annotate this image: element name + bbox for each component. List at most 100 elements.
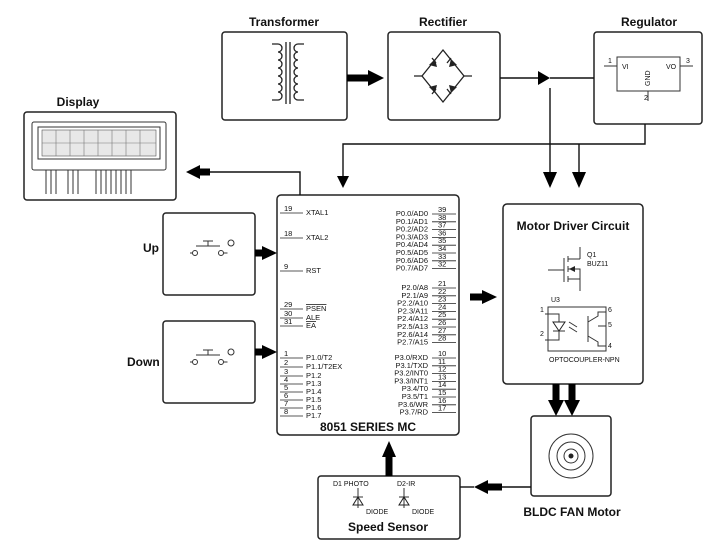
mcu-pin-number: 16	[438, 396, 446, 405]
q1-part: BUZ11	[587, 261, 608, 268]
mcu-pin-name: P1.3	[306, 379, 321, 388]
mcu-pin-number: 6	[284, 391, 288, 400]
mcu-pin-number: 9	[284, 262, 288, 271]
mcu-pin-number: 26	[438, 318, 446, 327]
regulator-title: Regulator	[621, 15, 677, 29]
mcu-pin-number: 10	[438, 349, 446, 358]
mcu-pin-name: P1.6	[306, 403, 321, 412]
fan-motor-title: BLDC FAN Motor	[523, 505, 621, 519]
mcu-pin-number: 15	[438, 388, 446, 397]
mcu-pin-number: 3	[284, 367, 288, 376]
rectifier-title: Rectifier	[419, 15, 467, 29]
mcu-pin-number: 24	[438, 302, 446, 311]
motor-driver-title: Motor Driver Circuit	[517, 219, 630, 233]
d2-label: D2-IR	[397, 481, 415, 488]
display-title: Display	[57, 95, 100, 109]
up-label: Up	[143, 241, 159, 255]
mcu-title: 8051 SERIES MC	[320, 420, 416, 434]
mcu-pin-name: P2.6/A14	[397, 330, 428, 339]
mcu-pin-name: P2.2/A10	[397, 299, 428, 308]
regulator-pin-3: 3	[686, 58, 690, 65]
mcu-pin-name: P0.6/AD6	[396, 256, 428, 265]
mcu-pin-number: 11	[438, 357, 446, 366]
fan-motor-block	[530, 415, 612, 497]
mosfet-icon	[548, 247, 581, 291]
mcu-pin-name: P3.3/INT1	[394, 376, 428, 385]
mcu-pin-number: 21	[438, 279, 446, 288]
wire-supply-rail	[342, 124, 646, 176]
mcu-pin-name: RST	[306, 266, 321, 275]
opto-pin-6: 6	[608, 307, 612, 314]
mcu-pin-number: 14	[438, 380, 446, 389]
up-button-block	[162, 212, 256, 296]
mcu-pin-number: 18	[284, 229, 292, 238]
arrowhead	[368, 70, 384, 86]
connectors	[186, 70, 646, 494]
pushbutton-icon	[190, 239, 235, 256]
transformer-title: Transformer	[249, 15, 319, 29]
motor-driver-block: Motor Driver Circuit Q1 BUZ11 U3 1 2 6 5…	[502, 203, 644, 385]
mcu-pin-number: 30	[284, 309, 292, 318]
mcu-pin-number: 35	[438, 236, 446, 245]
mcu-pin-name: P1.0/T2	[306, 353, 332, 362]
mcu-pin-number: 5	[284, 383, 288, 392]
speed-sensor-title: Speed Sensor	[348, 520, 428, 534]
mcu-pin-name: P0.7/AD7	[396, 264, 428, 273]
mcu-pin-number: 7	[284, 399, 288, 408]
mcu-pin-name: P3.1/TXD	[395, 361, 428, 370]
mcu-pin-name: P2.3/A11	[398, 306, 428, 315]
mcu-pin-number: 33	[438, 252, 446, 261]
mcu-pin-number: 1	[284, 349, 288, 358]
q1-label: Q1	[587, 252, 596, 259]
speed-sensor-block: D1 PHOTO D2-IR DIODE DIODE Speed Sensor	[317, 475, 461, 540]
mcu-pin-number: 8	[284, 407, 288, 416]
mcu-pin-name: P1.4	[306, 387, 321, 396]
mcu-pin-name: PSEN	[306, 304, 326, 313]
mcu-pin-number: 19	[284, 204, 292, 213]
regulator-gnd-label: GND	[645, 70, 652, 86]
mcu-pin-name: P0.5/AD5	[396, 248, 428, 257]
mcu-pin-name: P0.1/AD1	[396, 217, 428, 226]
mcu-pin-name: P0.2/AD2	[396, 225, 428, 234]
mcu-pin-number: 37	[438, 221, 446, 230]
regulator-pin-2: 2	[644, 95, 648, 102]
mcu-pin-name: P0.0/AD0	[396, 209, 428, 218]
photodiode-icon	[352, 488, 364, 508]
mcu-pin-name: P0.3/AD3	[396, 232, 428, 241]
mcu-pin-number: 12	[438, 365, 446, 374]
mcu-pin-number: 36	[438, 228, 446, 237]
down-button-block	[162, 320, 256, 404]
mcu-pin-name: P3.6/WR	[398, 400, 429, 409]
display-block	[23, 111, 177, 201]
mcu-pin-name: P3.0/RXD	[395, 353, 429, 362]
mcu-pin-name: P1.7	[306, 411, 321, 420]
mcu-pin-number: 22	[438, 287, 446, 296]
mcu-pin-name: P2.0/A8	[401, 283, 428, 292]
mcu-pin-number: 39	[438, 205, 446, 214]
mcu-pin-name: P2.4/A12	[397, 314, 428, 323]
regulator-vo-label: VO	[666, 64, 677, 71]
regulator-block: 1 3 VI VO GND 2	[593, 31, 703, 125]
mcu-pin-number: 25	[438, 310, 446, 319]
opto-pin-5: 5	[608, 322, 612, 329]
mcu-pin-name: P1.2	[306, 371, 321, 380]
mcu-pin-number: 27	[438, 326, 446, 335]
mcu-pin-name: P3.4/T0	[402, 384, 428, 393]
mcu-pin-name: P1.5	[306, 395, 321, 404]
opto-pin-4: 4	[608, 343, 612, 350]
bridge-rectifier-icon	[414, 48, 472, 104]
rectifier-block	[387, 31, 501, 121]
d1-type: DIODE	[366, 509, 389, 516]
mcu-pin-number: 2	[284, 358, 288, 367]
mcu-pin-name: P3.5/T1	[402, 392, 428, 401]
opto-pin-2: 2	[540, 331, 544, 338]
mcu-pin-number: 28	[438, 334, 446, 343]
mcu-pin-number: 4	[284, 375, 288, 384]
mcu-pin-name: P0.4/AD4	[396, 240, 428, 249]
mcu-pin-name: P3.2/INT0	[394, 369, 428, 378]
mcu-pin-number: 29	[284, 300, 292, 309]
d1-label: D1 PHOTO	[333, 481, 369, 488]
mcu-pin-name: EA	[306, 321, 316, 330]
ir-diode-icon	[398, 488, 410, 508]
